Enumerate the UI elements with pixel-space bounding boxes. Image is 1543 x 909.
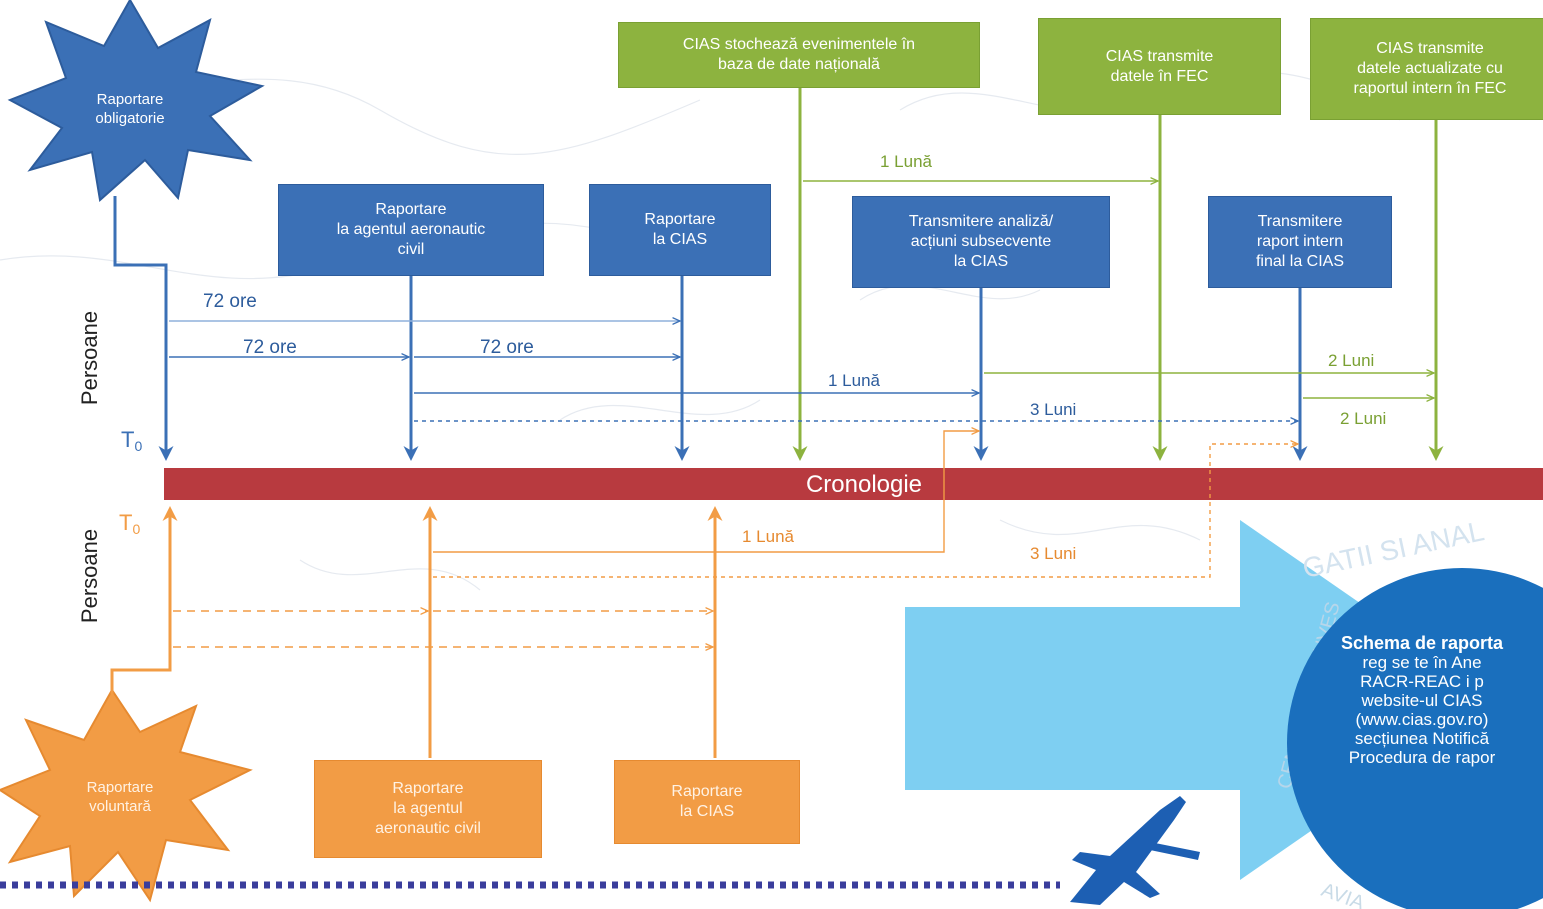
voluntary-burst-line2: voluntară <box>89 798 151 815</box>
label-blue-3luni: 3 Luni <box>1030 400 1076 419</box>
voluntary-burst-label: Raportare voluntară <box>65 778 175 816</box>
label-blue-72c: 72 ore <box>480 337 534 358</box>
info-circle-line2: RACR-REAC i p <box>1360 672 1484 691</box>
label-green-2luni-b: 2 Luni <box>1340 409 1386 428</box>
timeline-label: Cronologie <box>806 471 922 498</box>
label-blue-72a: 72 ore <box>203 291 257 312</box>
blue-box-1-line2: la agentul aeronautic <box>336 221 486 238</box>
blue-box-4-line3: final la CIAS <box>1255 253 1345 270</box>
t0-bottom-label: T0 <box>119 510 140 537</box>
green-box-2-line1: CIAS transmite <box>1105 47 1214 65</box>
green-box-3-line3: raportul intern în FEC <box>1353 80 1507 97</box>
info-circle-line6: Procedura de rapor <box>1348 748 1496 767</box>
label-orange-3luni: 3 Luni <box>1030 544 1076 563</box>
green-box-transmit-updated-fec: CIAS transmite datele actualizate cu rap… <box>1310 18 1543 120</box>
t0-top-label: T0 <box>121 427 142 454</box>
info-circle-line3: website-ul CIAS <box>1361 691 1483 710</box>
persons-label-top: Persoane <box>77 310 102 406</box>
blue-box-transmit-final-report: Transmitere raport intern final la CIAS <box>1208 196 1392 288</box>
orange-box-report-cias: Raportare la CIAS <box>614 760 800 844</box>
green-box-3-line2: datele actualizate cu <box>1357 60 1503 77</box>
orange-box-1-line3: aeronautic civil <box>375 820 481 837</box>
timeline-bar <box>164 468 1543 500</box>
info-circle-line4: (www.cias.gov.ro) <box>1355 710 1489 729</box>
blue-box-3-line3: la CIAS <box>953 253 1009 270</box>
green-box-1-line2: baza de date națională <box>718 56 880 73</box>
orange-box-2-line1: Raportare <box>671 783 743 800</box>
orange-box-report-agent: Raportare la agentul aeronautic civil <box>314 760 542 858</box>
voluntary-arrow-line <box>110 506 178 700</box>
mandatory-burst-shape <box>7 0 265 202</box>
green-box-store-national-db: CIAS stochează evenimentele în baza de d… <box>618 22 980 88</box>
blue-box-report-cias: Raportare la CIAS <box>589 184 771 276</box>
mandatory-burst-line1: Raportare <box>96 91 164 108</box>
green-box-3-line1: CIAS transmite <box>1376 40 1484 57</box>
mandatory-burst-line2: obligatorie <box>95 110 165 127</box>
label-blue-1luna: 1 Lună <box>828 371 881 390</box>
blue-box-4-line1: Transmitere <box>1257 213 1343 230</box>
blue-box-1-line3: civil <box>397 241 425 258</box>
info-circle-title: Schema de raporta <box>1340 633 1504 653</box>
voluntary-burst-line1: Raportare <box>86 779 154 796</box>
blue-box-transmit-analysis: Transmitere analiză/ acțiuni subsecvente… <box>852 196 1110 288</box>
orange-harrow-3luni <box>433 444 1298 578</box>
blue-box-3-line2: acțiuni subsecvente <box>910 233 1052 250</box>
orange-box-1-line2: la agentul <box>393 800 463 817</box>
green-box-1-line1: CIAS stochează evenimentele în <box>682 36 916 53</box>
blue-box-2-line2: la CIAS <box>652 231 708 248</box>
info-circle-line1: reg se te în Ane <box>1362 653 1482 672</box>
green-box-transmit-fec: CIAS transmite datele în FEC <box>1038 18 1281 115</box>
green-box-2-line2: datele în FEC <box>1110 67 1209 85</box>
blue-box-2-line1: Raportare <box>644 211 716 228</box>
label-green-2luni-a: 2 Luni <box>1328 351 1374 370</box>
label-orange-1luna: 1 Lună <box>742 527 795 546</box>
info-circle-line5: secțiunea Notifică <box>1354 729 1490 748</box>
blue-box-3-line1: Transmitere analiză/ <box>908 213 1054 230</box>
orange-box-1-line1: Raportare <box>392 780 464 797</box>
label-blue-72b: 72 ore <box>243 337 297 358</box>
blue-box-1-line1: Raportare <box>375 201 447 218</box>
voluntary-burst-shape <box>0 688 253 903</box>
persons-label-bottom: Persoane <box>77 528 102 624</box>
blue-box-report-agent: Raportare la agentul aeronautic civil <box>278 184 544 276</box>
orange-box-2-line2: la CIAS <box>679 803 735 820</box>
orange-harrow-1luna <box>433 431 979 553</box>
airplane-icon <box>1070 796 1200 905</box>
blue-box-4-line2: raport intern <box>1256 233 1344 250</box>
label-green-1luna: 1 Lună <box>880 152 933 171</box>
mandatory-arrow-line <box>113 196 174 461</box>
mandatory-burst-label: Raportare obligatorie <box>70 90 190 128</box>
